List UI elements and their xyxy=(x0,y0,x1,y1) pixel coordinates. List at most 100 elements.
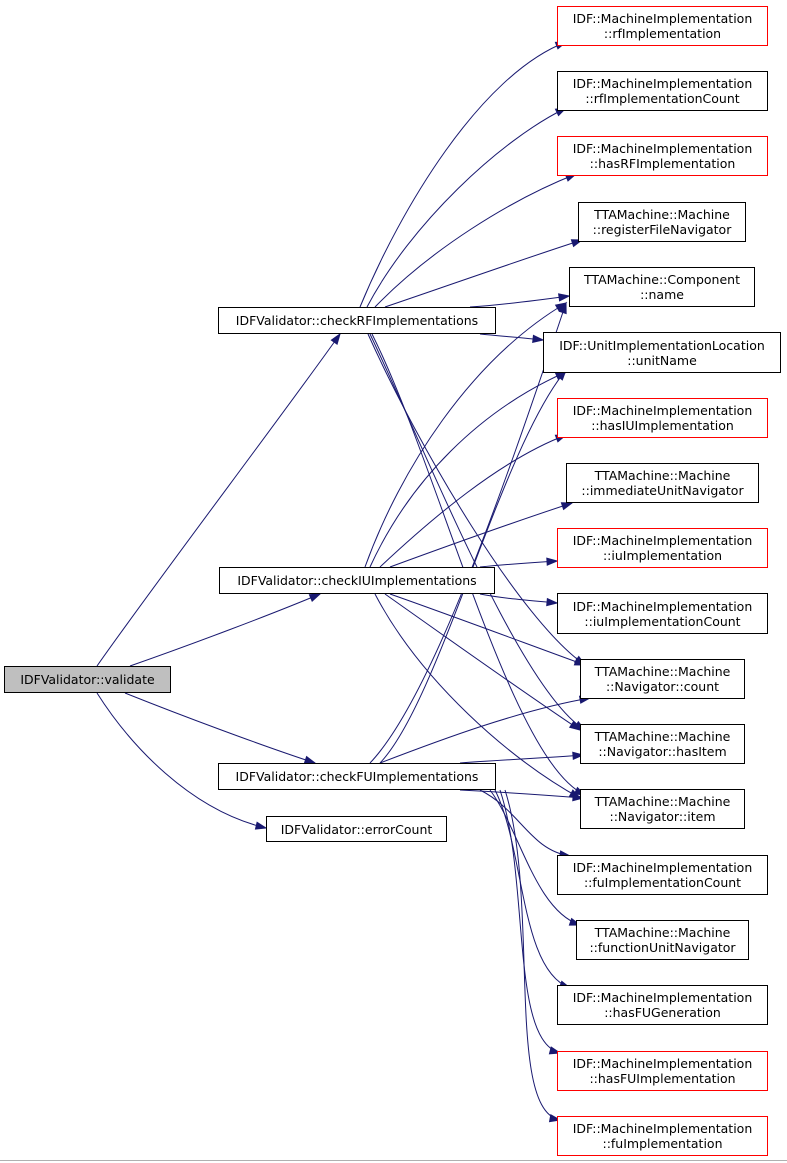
node-label-line-1: TTAMachine::Machine xyxy=(594,468,731,483)
edge-checkiu-hasiuimpl xyxy=(379,434,567,568)
node-has-iu-implementation[interactable]: IDF::MachineImplementation ::hasIUImplem… xyxy=(557,398,768,438)
node-rf-implementation[interactable]: IDF::MachineImplementation ::rfImplement… xyxy=(557,6,768,46)
node-label-line-1: IDF::MachineImplementation xyxy=(572,860,753,875)
node-label-line-1: TTAMachine::Machine xyxy=(594,664,731,679)
node-label-line-1: IDF::UnitImplementationLocation xyxy=(559,337,765,353)
bottom-divider xyxy=(0,1160,787,1161)
node-rf-implementation-count[interactable]: IDF::MachineImplementation ::rfImplement… xyxy=(557,71,768,111)
node-label-line-2: ::Navigator::hasItem xyxy=(598,744,727,759)
node-label-line-1: TTAMachine::Component xyxy=(584,272,740,287)
node-label-line-2: ::immediateUnitNavigator xyxy=(581,483,744,498)
node-fu-implementation-count[interactable]: IDF::MachineImplementation ::fuImplement… xyxy=(557,855,768,895)
edge-validate-checkiu-arrowhead xyxy=(308,593,322,602)
node-register-file-navigator[interactable]: TTAMachine::Machine ::registerFileNaviga… xyxy=(578,202,746,242)
edge-checkfu-compname-arrowhead xyxy=(558,301,567,315)
edge-checkfu-navitem-arrowhead xyxy=(572,792,585,802)
node-label-line-1: IDFValidator::checkRFImplementations xyxy=(235,313,479,328)
node-label-line-1: IDF::MachineImplementation xyxy=(572,141,753,156)
node-label-line-2: ::iuImplementationCount xyxy=(584,613,741,629)
node-has-fu-implementation[interactable]: IDF::MachineImplementation ::hasFUImplem… xyxy=(557,1051,768,1091)
node-label-line-2: ::unitName xyxy=(627,352,697,368)
node-label-line-2: ::hasFUGeneration xyxy=(604,1005,721,1020)
node-label-line-2: ::fuImplementationCount xyxy=(583,875,742,890)
node-label-line-1: IDF::MachineImplementation xyxy=(572,598,753,614)
node-label-line-1: TTAMachine::Machine xyxy=(594,729,731,744)
node-label-line-1: TTAMachine::Machine xyxy=(594,794,731,809)
node-has-rf-implementation[interactable]: IDF::MachineImplementation ::hasRFImplem… xyxy=(557,136,768,176)
node-label-line-2: ::hasFUImplementation xyxy=(589,1071,736,1086)
edge-validate-checkfu xyxy=(124,692,316,764)
edge-validate-checkrf xyxy=(96,333,341,667)
node-label-line-2: ::rfImplementation xyxy=(603,26,722,41)
edge-checkiu-iuimplcount-arrowhead xyxy=(546,597,559,607)
node-label-line-2: ::iuImplementation xyxy=(602,548,723,563)
node-unit-name[interactable]: IDF::UnitImplementationLocation ::unitNa… xyxy=(543,332,781,373)
edge-checkrf-compname-arrowhead xyxy=(558,293,571,302)
node-error-count[interactable]: IDFValidator::errorCount xyxy=(266,816,447,842)
edge-checkiu-navcount xyxy=(389,593,586,666)
edge-checkrf-unitname-arrowhead xyxy=(532,334,545,344)
node-label-line-1: IDFValidator::errorCount xyxy=(280,821,433,837)
edge-checkiu-unitname xyxy=(369,371,567,568)
node-component-name[interactable]: TTAMachine::Component ::name xyxy=(569,267,755,307)
edge-checkiu-navhasitem-arrowhead xyxy=(568,720,582,731)
node-label-line-2: ::Navigator::item xyxy=(609,809,716,824)
node-label-line-1: IDF::MachineImplementation xyxy=(572,533,753,548)
edge-validate-errorcount xyxy=(96,692,267,829)
edge-checkiu-navhasitem xyxy=(384,593,581,731)
edge-checkfu-fuimpl xyxy=(504,789,561,1121)
node-has-fu-generation[interactable]: IDF::MachineImplementation ::hasFUGenera… xyxy=(557,985,768,1025)
edge-checkfu-navitem xyxy=(459,789,584,799)
node-label-line-2: ::registerFileNavigator xyxy=(592,222,732,237)
edge-checkfu-hasfugen xyxy=(494,789,571,989)
node-function-unit-navigator[interactable]: TTAMachine::Machine ::functionUnitNaviga… xyxy=(576,920,749,960)
edge-validate-checkiu xyxy=(129,593,321,667)
edge-checkrf-regfilenav xyxy=(384,239,583,308)
node-label-line-2: ::name xyxy=(640,287,684,302)
node-label-line-1: IDFValidator::validate xyxy=(20,672,155,687)
edge-checkrf-navcount xyxy=(367,333,586,666)
node-label-line-1: TTAMachine::Machine xyxy=(594,925,731,940)
edge-checkfu-compname xyxy=(369,302,567,764)
edge-checkiu-immunitnav xyxy=(389,502,573,568)
edge-checkfu-fuimplcount xyxy=(479,789,571,857)
edge-checkfu-funav xyxy=(489,789,581,926)
node-label-line-1: TTAMachine::Machine xyxy=(594,207,730,222)
edge-checkrf-navitem xyxy=(371,333,586,796)
edge-checkrf-rfimplcount xyxy=(366,107,567,308)
node-immediate-unit-navigator[interactable]: TTAMachine::Machine ::immediateUnitNavig… xyxy=(566,463,759,503)
node-label-line-1: IDF::MachineImplementation xyxy=(572,11,753,26)
node-label-line-2: ::hasIUImplementation xyxy=(591,418,734,433)
edge-checkiu-compname xyxy=(364,302,567,568)
edge-checkfu-navhasitem xyxy=(459,754,584,764)
edge-validate-checkrf-arrowhead xyxy=(330,332,341,346)
node-iu-implementation[interactable]: IDF::MachineImplementation ::iuImplement… xyxy=(557,528,768,568)
node-check-iu-implementations[interactable]: IDFValidator::checkIUImplementations xyxy=(219,567,495,594)
node-label-line-2: ::hasRFImplementation xyxy=(589,156,736,171)
node-label-line-1: IDF::MachineImplementation xyxy=(572,1121,753,1136)
edge-checkfu-navhasitem-arrowhead xyxy=(572,751,585,761)
node-label-line-2: ::Navigator::count xyxy=(605,679,720,694)
edge-checkrf-hasrfimpl xyxy=(374,173,577,308)
node-navigator-count[interactable]: TTAMachine::Machine ::Navigator::count xyxy=(580,659,745,699)
node-validate: IDFValidator::validate xyxy=(4,666,171,693)
node-label-line-2: ::rfImplementationCount xyxy=(585,91,740,106)
edge-checkrf-rfimpl xyxy=(359,41,567,308)
node-fu-implementation[interactable]: IDF::MachineImplementation ::fuImplement… xyxy=(557,1116,768,1156)
edge-validate-errorcount-arrowhead xyxy=(254,821,268,830)
edge-checkrf-navhasitem xyxy=(369,333,586,731)
node-navigator-item[interactable]: TTAMachine::Machine ::Navigator::item xyxy=(580,789,745,829)
node-check-rf-implementations[interactable]: IDFValidator::checkRFImplementations xyxy=(218,307,496,334)
edge-checkrf-compname xyxy=(469,295,570,308)
node-navigator-has-item[interactable]: TTAMachine::Machine ::Navigator::hasItem xyxy=(580,724,745,764)
edge-checkiu-navitem xyxy=(374,593,581,799)
edge-checkfu-hasfuimpl xyxy=(499,789,561,1054)
node-label-line-1: IDF::MachineImplementation xyxy=(572,403,753,418)
node-check-fu-implementations[interactable]: IDFValidator::checkFUImplementations xyxy=(218,763,496,790)
node-iu-implementation-count[interactable]: IDF::MachineImplementation ::iuImplement… xyxy=(557,593,768,634)
edge-checkiu-immunitnav-arrowhead xyxy=(560,502,574,511)
node-label-line-1: IDF::MachineImplementation xyxy=(572,76,753,91)
edge-checkiu-iuimpl-arrowhead xyxy=(546,557,559,566)
edge-checkfu-navcount xyxy=(379,697,591,764)
node-label-line-1: IDFValidator::checkFUImplementations xyxy=(235,769,479,784)
